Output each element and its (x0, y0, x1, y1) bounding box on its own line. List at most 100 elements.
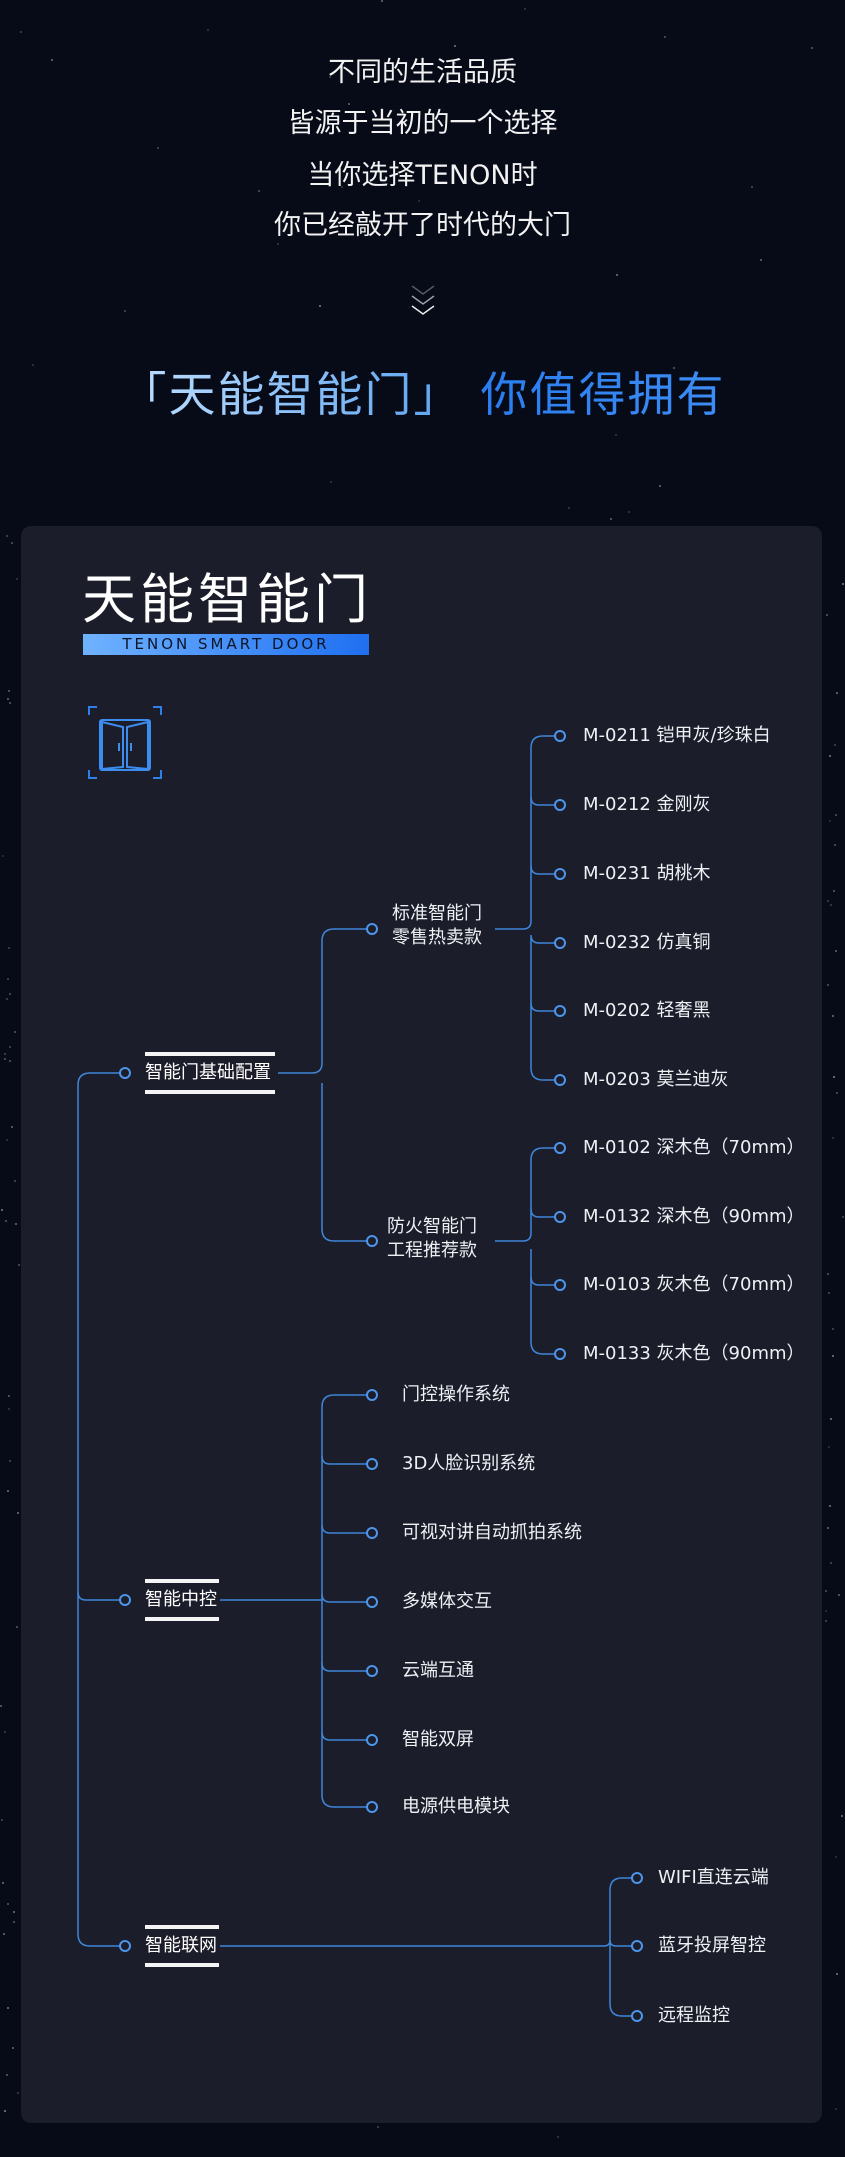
list-item: M-0212 金刚灰 (583, 794, 711, 815)
star (833, 1075, 836, 1078)
star (836, 692, 839, 695)
star (826, 613, 829, 616)
star (832, 1015, 835, 1018)
star (829, 820, 832, 822)
star (834, 949, 837, 952)
star (319, 305, 322, 308)
list-item: M-0203 莫兰迪灰 (583, 1069, 729, 1090)
star (8, 1059, 11, 1062)
intro-line-2: 皆源于当初的一个选择 (287, 108, 558, 139)
star (8, 702, 11, 705)
star (507, 63, 510, 66)
star (627, 510, 630, 513)
star (834, 2108, 837, 2111)
node-smart-network: 智能联网 (145, 1935, 217, 1956)
star (348, 102, 351, 105)
list-item: 云端互通 (402, 1660, 474, 1681)
list-item: M-0202 轻奢黑 (583, 1000, 711, 1021)
list-item: 可视对讲自动抓拍系统 (402, 1522, 582, 1543)
star (453, 45, 456, 48)
headline-brand: 「天能智能门」 (119, 368, 463, 423)
star (834, 844, 837, 847)
star (4, 2110, 7, 2113)
list-item: 多媒体交互 (402, 1591, 492, 1612)
star (2, 1881, 5, 1884)
star (340, 186, 343, 189)
node-basic-config: 智能门基础配置 (145, 1062, 271, 1083)
divider (145, 1052, 275, 1056)
star (842, 583, 845, 586)
star (17, 1511, 20, 1514)
intro-line-3: 当你选择TENON时 (307, 160, 538, 191)
divider (145, 1925, 219, 1929)
standard-line-1: 标准智能门 (392, 903, 482, 924)
star (7, 690, 10, 693)
star (831, 1327, 834, 1330)
list-item: 智能双屏 (402, 1729, 474, 1750)
headline: 「天能智能门」你值得拥有 (0, 366, 845, 426)
star (835, 1092, 838, 1095)
star (827, 1526, 830, 1529)
divider (145, 1090, 275, 1094)
star (7, 978, 10, 981)
star (124, 310, 127, 313)
star (14, 1223, 17, 1226)
list-item: M-0133 灰木色（90mm） (583, 1343, 805, 1364)
star (825, 1619, 828, 1622)
star (664, 36, 667, 39)
star (523, 7, 526, 10)
list-item: M-0232 仿真铜 (583, 932, 711, 953)
star (840, 1815, 843, 1818)
star (9, 1045, 12, 1048)
divider (145, 1579, 219, 1583)
star (556, 2136, 559, 2139)
list-item: M-0103 灰木色（70mm） (583, 1274, 805, 1295)
card-title: 天能智能门 (82, 568, 372, 631)
star (833, 889, 836, 892)
star (0, 1705, 3, 1708)
star (830, 1418, 833, 1421)
star (328, 75, 331, 78)
node-smart-control: 智能中控 (145, 1589, 217, 1610)
star (750, 185, 753, 188)
star (829, 1504, 832, 1507)
list-item: M-0211 铠甲灰/珍珠白 (583, 725, 771, 746)
star (13, 1921, 16, 1924)
star (15, 1626, 18, 1629)
star (6, 2007, 9, 2010)
list-item: 远程监控 (658, 2005, 730, 2026)
star (5, 998, 8, 1001)
node-circles (119, 730, 643, 2022)
star (6, 2074, 9, 2077)
star (831, 1137, 834, 1140)
node-standard-door: 标准智能门 零售热卖款 (392, 902, 482, 950)
star (19, 30, 22, 33)
star (0, 1818, 3, 1821)
star (825, 1590, 828, 1593)
star (830, 904, 833, 907)
star (453, 62, 456, 65)
star (825, 1610, 828, 1613)
chevron-down-icon (411, 285, 435, 315)
star (7, 698, 10, 701)
star (4, 1219, 7, 1222)
star (834, 813, 837, 816)
star (8, 1408, 11, 1411)
star (10, 1125, 13, 1128)
star (157, 147, 160, 150)
star (842, 1216, 845, 1219)
star (329, 481, 332, 484)
fire-line-1: 防火智能门 (387, 1216, 477, 1237)
star (207, 28, 210, 31)
star (12, 2046, 15, 2049)
star (51, 59, 54, 62)
list-item: 门控操作系统 (402, 1384, 510, 1405)
list-item: M-0231 胡桃木 (583, 863, 711, 884)
list-item: M-0132 深木色（90mm） (583, 1206, 805, 1227)
star (828, 1446, 830, 1449)
star (257, 190, 260, 193)
star (810, 46, 813, 49)
node-fire-door: 防火智能门 工程推荐款 (387, 1215, 477, 1263)
star (418, 199, 421, 202)
star (836, 1973, 839, 1976)
